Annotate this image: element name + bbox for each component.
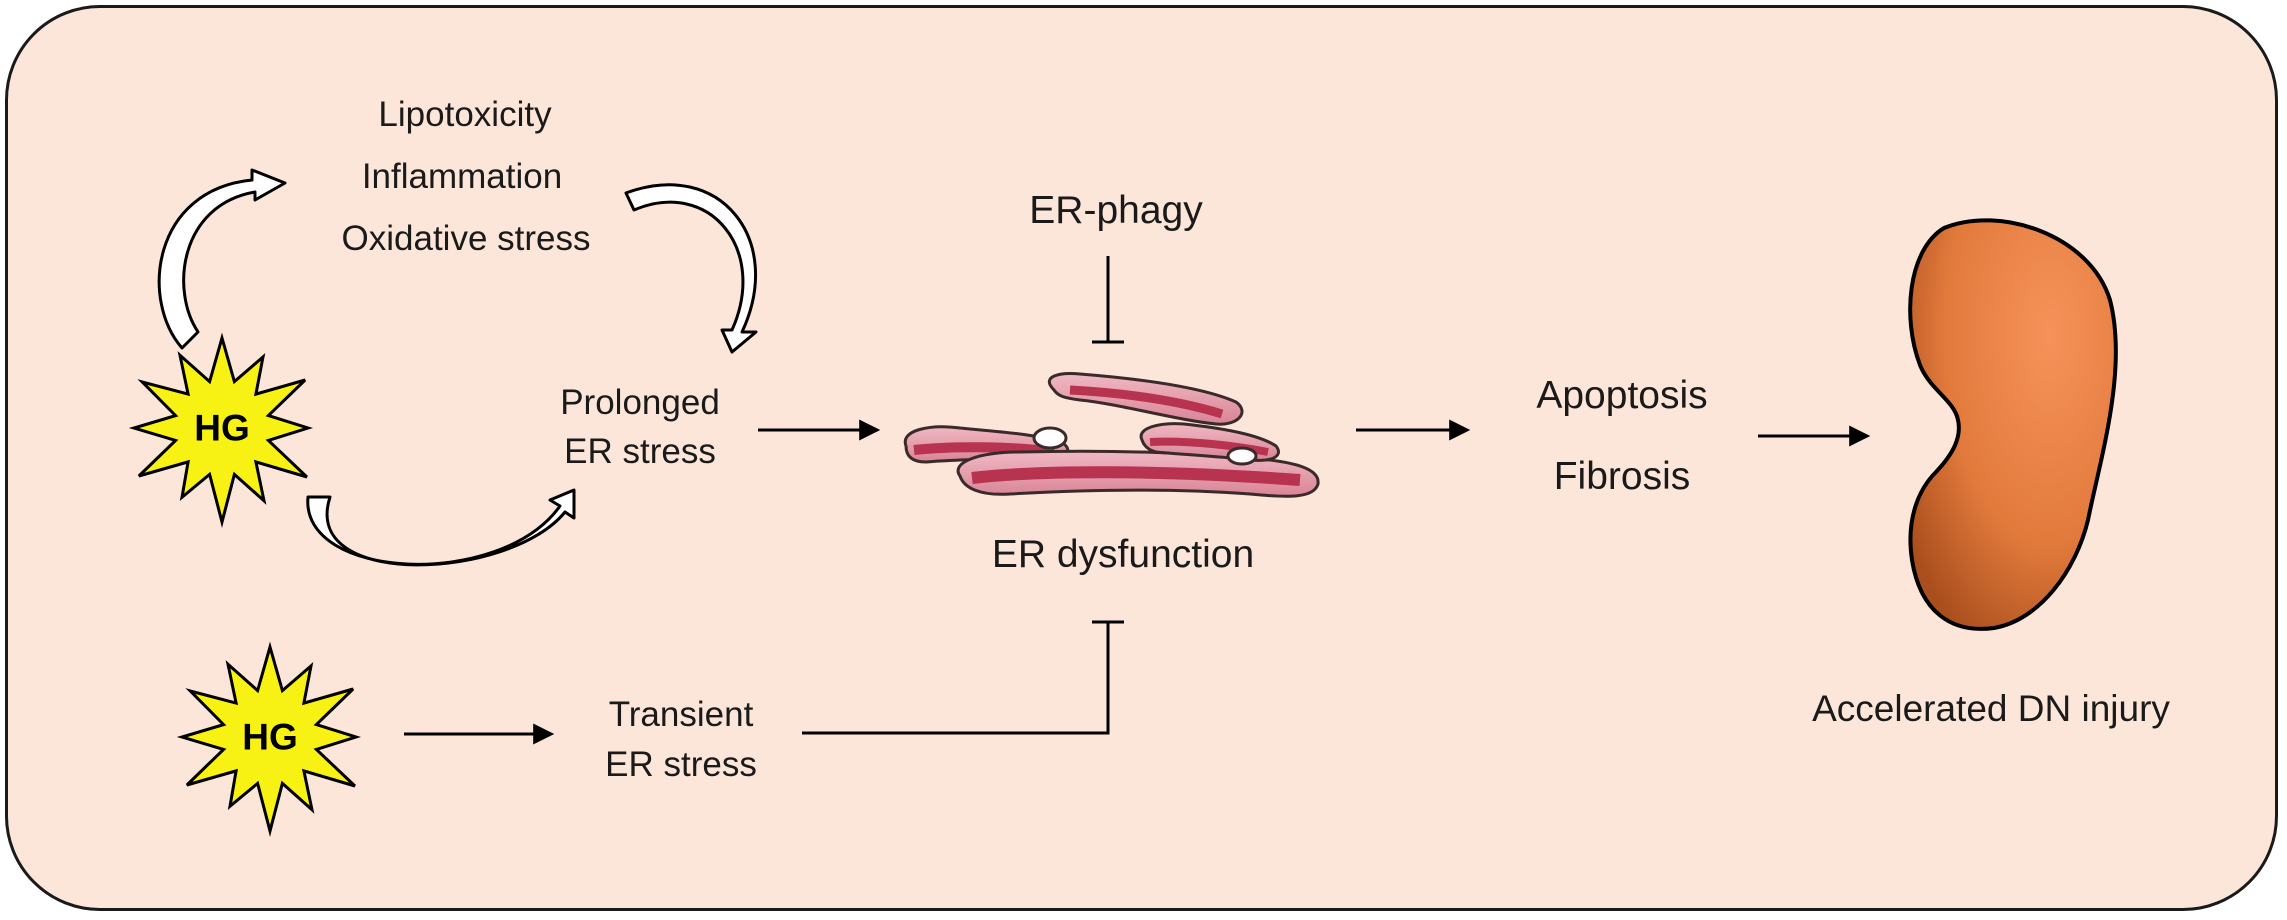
stressor-inflammation: Inflammation xyxy=(361,157,563,196)
prolonged-er-stress-label: ER stress xyxy=(564,432,716,471)
stressor-oxidative-stress: Oxidative stress xyxy=(341,219,591,258)
accelerated-dn-injury-label: Accelerated DN injury xyxy=(1812,688,2170,729)
er-dysfunction-label: ER dysfunction xyxy=(991,533,1255,576)
inhibit-er-phagy xyxy=(1092,256,1124,344)
hg-label-bottom: HG xyxy=(242,716,298,758)
stressor-lipotoxicity: Lipotoxicity xyxy=(378,95,552,134)
hg-label-top: HG xyxy=(194,407,250,449)
transient-er-stress-label: ER stress xyxy=(605,745,757,784)
loop-arrow-bottom xyxy=(306,488,576,567)
hg-burst-top xyxy=(128,332,314,528)
fibrosis-label: Fibrosis xyxy=(1553,455,1691,498)
er-organelle-icon xyxy=(903,372,1320,498)
loop-arrow-left xyxy=(157,168,287,350)
inhibit-transient xyxy=(802,620,1124,735)
apoptosis-label: Apoptosis xyxy=(1536,374,1708,417)
hg-burst-bottom xyxy=(176,641,362,837)
kidney-icon xyxy=(1908,218,2118,631)
transient-label: Transient xyxy=(608,695,754,734)
prolonged-label: Prolonged xyxy=(560,383,720,422)
loop-arrow-right xyxy=(624,183,758,354)
er-phagy-label: ER-phagy xyxy=(1029,189,1203,232)
